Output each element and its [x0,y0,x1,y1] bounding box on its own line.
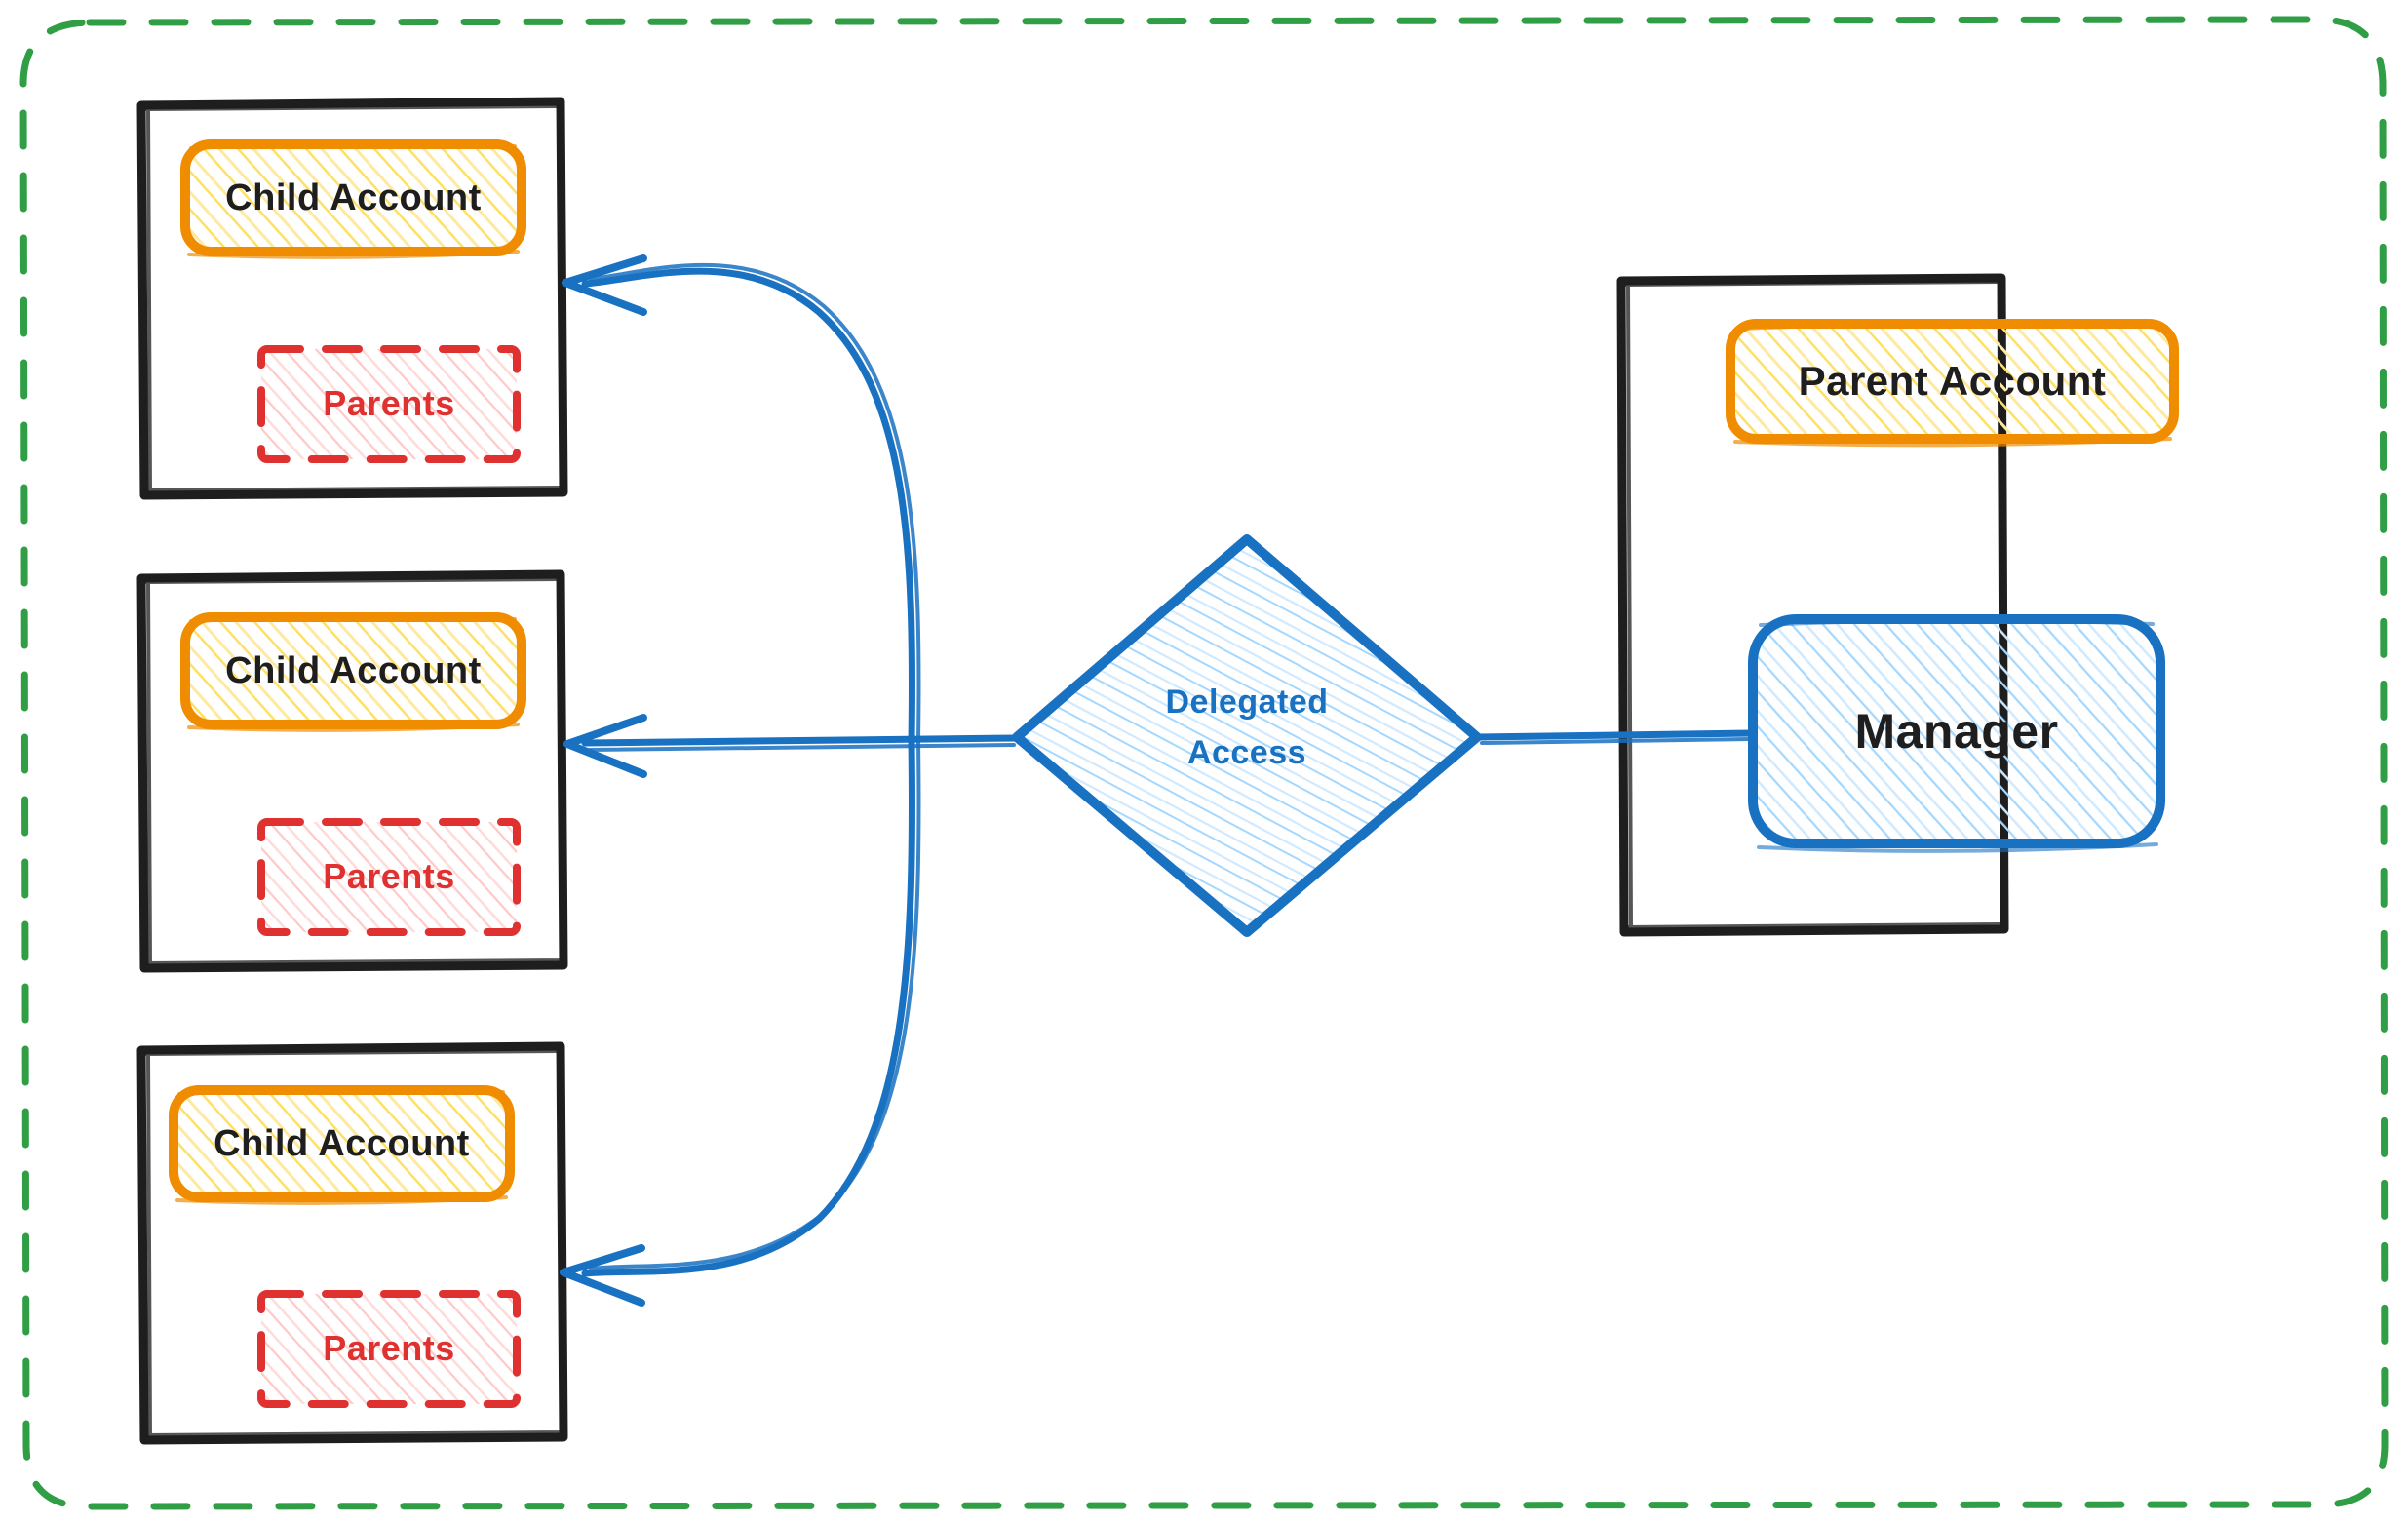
delegated-access-label-line1: Delegated [1165,683,1329,721]
child-account-1-node[interactable] [141,101,565,497]
edge-delegated-access-to-child-3 [560,737,921,1307]
parent-account-label: Parent Account [1798,358,2107,405]
manager-label: Manager [1854,703,2059,759]
child-account-2-parents-label: Parents [323,856,455,897]
child-account-1-label: Child Account [225,176,482,218]
child-account-3-node[interactable] [141,1046,565,1442]
delegated-access-label-line2: Access [1186,733,1307,771]
child-account-3-parents-label: Parents [323,1328,455,1369]
delegated-access-diamond[interactable] [1017,539,1479,933]
child-account-2-label: Child Account [225,649,482,691]
edge-delegated-access-to-child-2 [563,714,1021,778]
child-account-3-label: Child Account [214,1122,470,1164]
parent-account-group[interactable] [1621,278,2006,933]
child-account-1-parents-label: Parents [323,383,455,424]
edge-delegated-access-to-child-1 [562,254,921,745]
child-account-2-node[interactable] [141,574,565,970]
